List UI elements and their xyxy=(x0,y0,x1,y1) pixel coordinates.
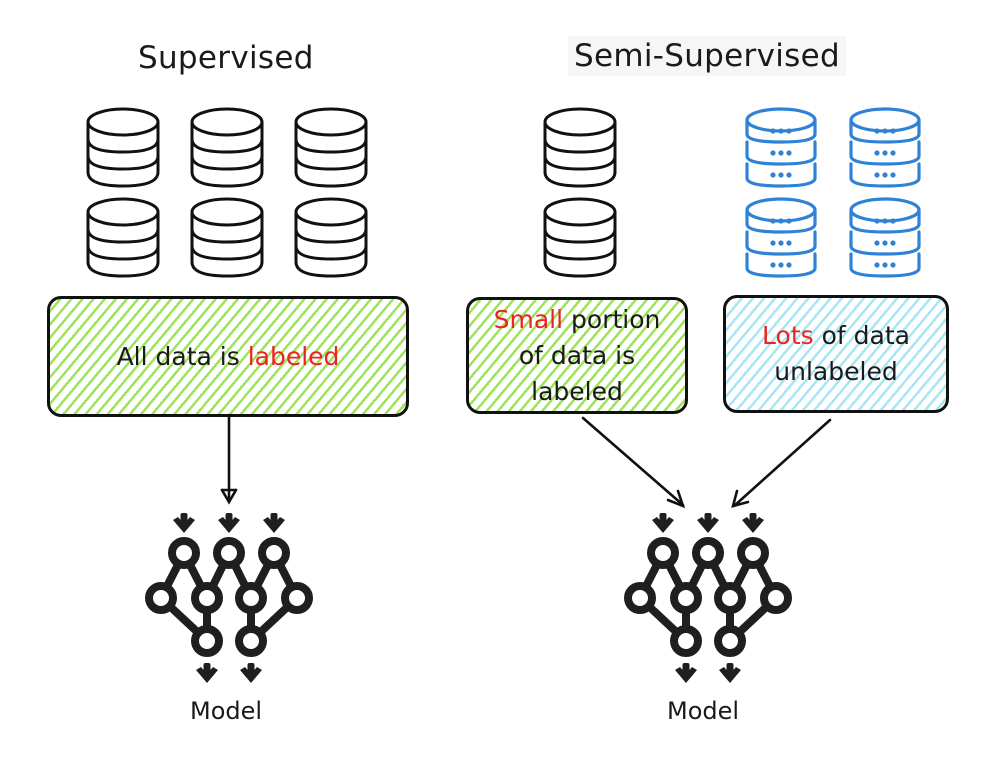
box-line1: portion xyxy=(563,304,661,334)
network-node xyxy=(281,582,313,614)
arrow-labeled-to-model xyxy=(581,416,686,509)
network-node xyxy=(670,582,702,614)
arrow-down-icon xyxy=(742,513,764,533)
semi-supervised-title: Semi-Supervised xyxy=(568,36,846,76)
highlight-labeled: labeled xyxy=(247,341,340,371)
highlight-small: Small xyxy=(493,304,564,334)
network-node xyxy=(258,537,290,569)
highlight-lots: Lots xyxy=(762,321,814,350)
database-icon xyxy=(86,107,160,188)
supervised-model-label: Model xyxy=(190,697,263,725)
unlabeled-database-icon xyxy=(745,107,817,188)
database-icon xyxy=(190,197,264,278)
box-line3: labeled xyxy=(531,376,623,406)
network-node xyxy=(670,625,702,657)
arrow-down-icon xyxy=(240,663,262,683)
network-node xyxy=(191,582,223,614)
network-node xyxy=(692,537,724,569)
arrow-down-icon xyxy=(719,663,741,683)
box-line2: of data is xyxy=(518,340,636,370)
arrow-down-icon xyxy=(652,513,674,533)
network-node xyxy=(624,582,656,614)
network-node xyxy=(235,582,267,614)
network-node xyxy=(647,537,679,569)
semi-supervised-model-label: Model xyxy=(667,697,740,725)
database-icon xyxy=(543,107,617,188)
unlabeled-database-icon xyxy=(849,197,921,278)
arrow-down-icon xyxy=(173,513,195,533)
database-icon xyxy=(190,107,264,188)
arrow-unlabeled-to-model xyxy=(731,418,832,508)
box-line2: unlabeled xyxy=(774,357,898,386)
network-node xyxy=(714,625,746,657)
arrow-down-icon xyxy=(697,513,719,533)
network-node xyxy=(714,582,746,614)
unlabeled-database-icon xyxy=(745,197,817,278)
network-node xyxy=(213,537,245,569)
database-icon xyxy=(86,197,160,278)
lots-unlabeled-box: Lots of data unlabeled xyxy=(723,295,949,413)
network-node xyxy=(145,582,177,614)
box-text: All data is xyxy=(116,341,248,371)
arrow-supervised-to-model xyxy=(220,415,238,505)
neural-network-icon xyxy=(624,513,792,683)
unlabeled-database-icon xyxy=(849,107,921,188)
network-node xyxy=(235,625,267,657)
database-icon xyxy=(543,197,617,278)
all-labeled-box: All data is labeled xyxy=(47,296,409,417)
arrow-down-icon xyxy=(675,663,697,683)
network-node xyxy=(191,625,223,657)
arrow-down-icon xyxy=(263,513,285,533)
database-icon xyxy=(294,197,368,278)
database-icon xyxy=(294,107,368,188)
box-line1: of data xyxy=(813,321,910,350)
small-labeled-box: Small portion of data is labeled xyxy=(466,297,688,414)
network-node xyxy=(168,537,200,569)
supervised-title: Supervised xyxy=(138,40,314,76)
arrow-down-icon xyxy=(218,513,240,533)
network-node xyxy=(760,582,792,614)
network-node xyxy=(737,537,769,569)
neural-network-icon xyxy=(145,513,313,683)
arrow-down-icon xyxy=(196,663,218,683)
